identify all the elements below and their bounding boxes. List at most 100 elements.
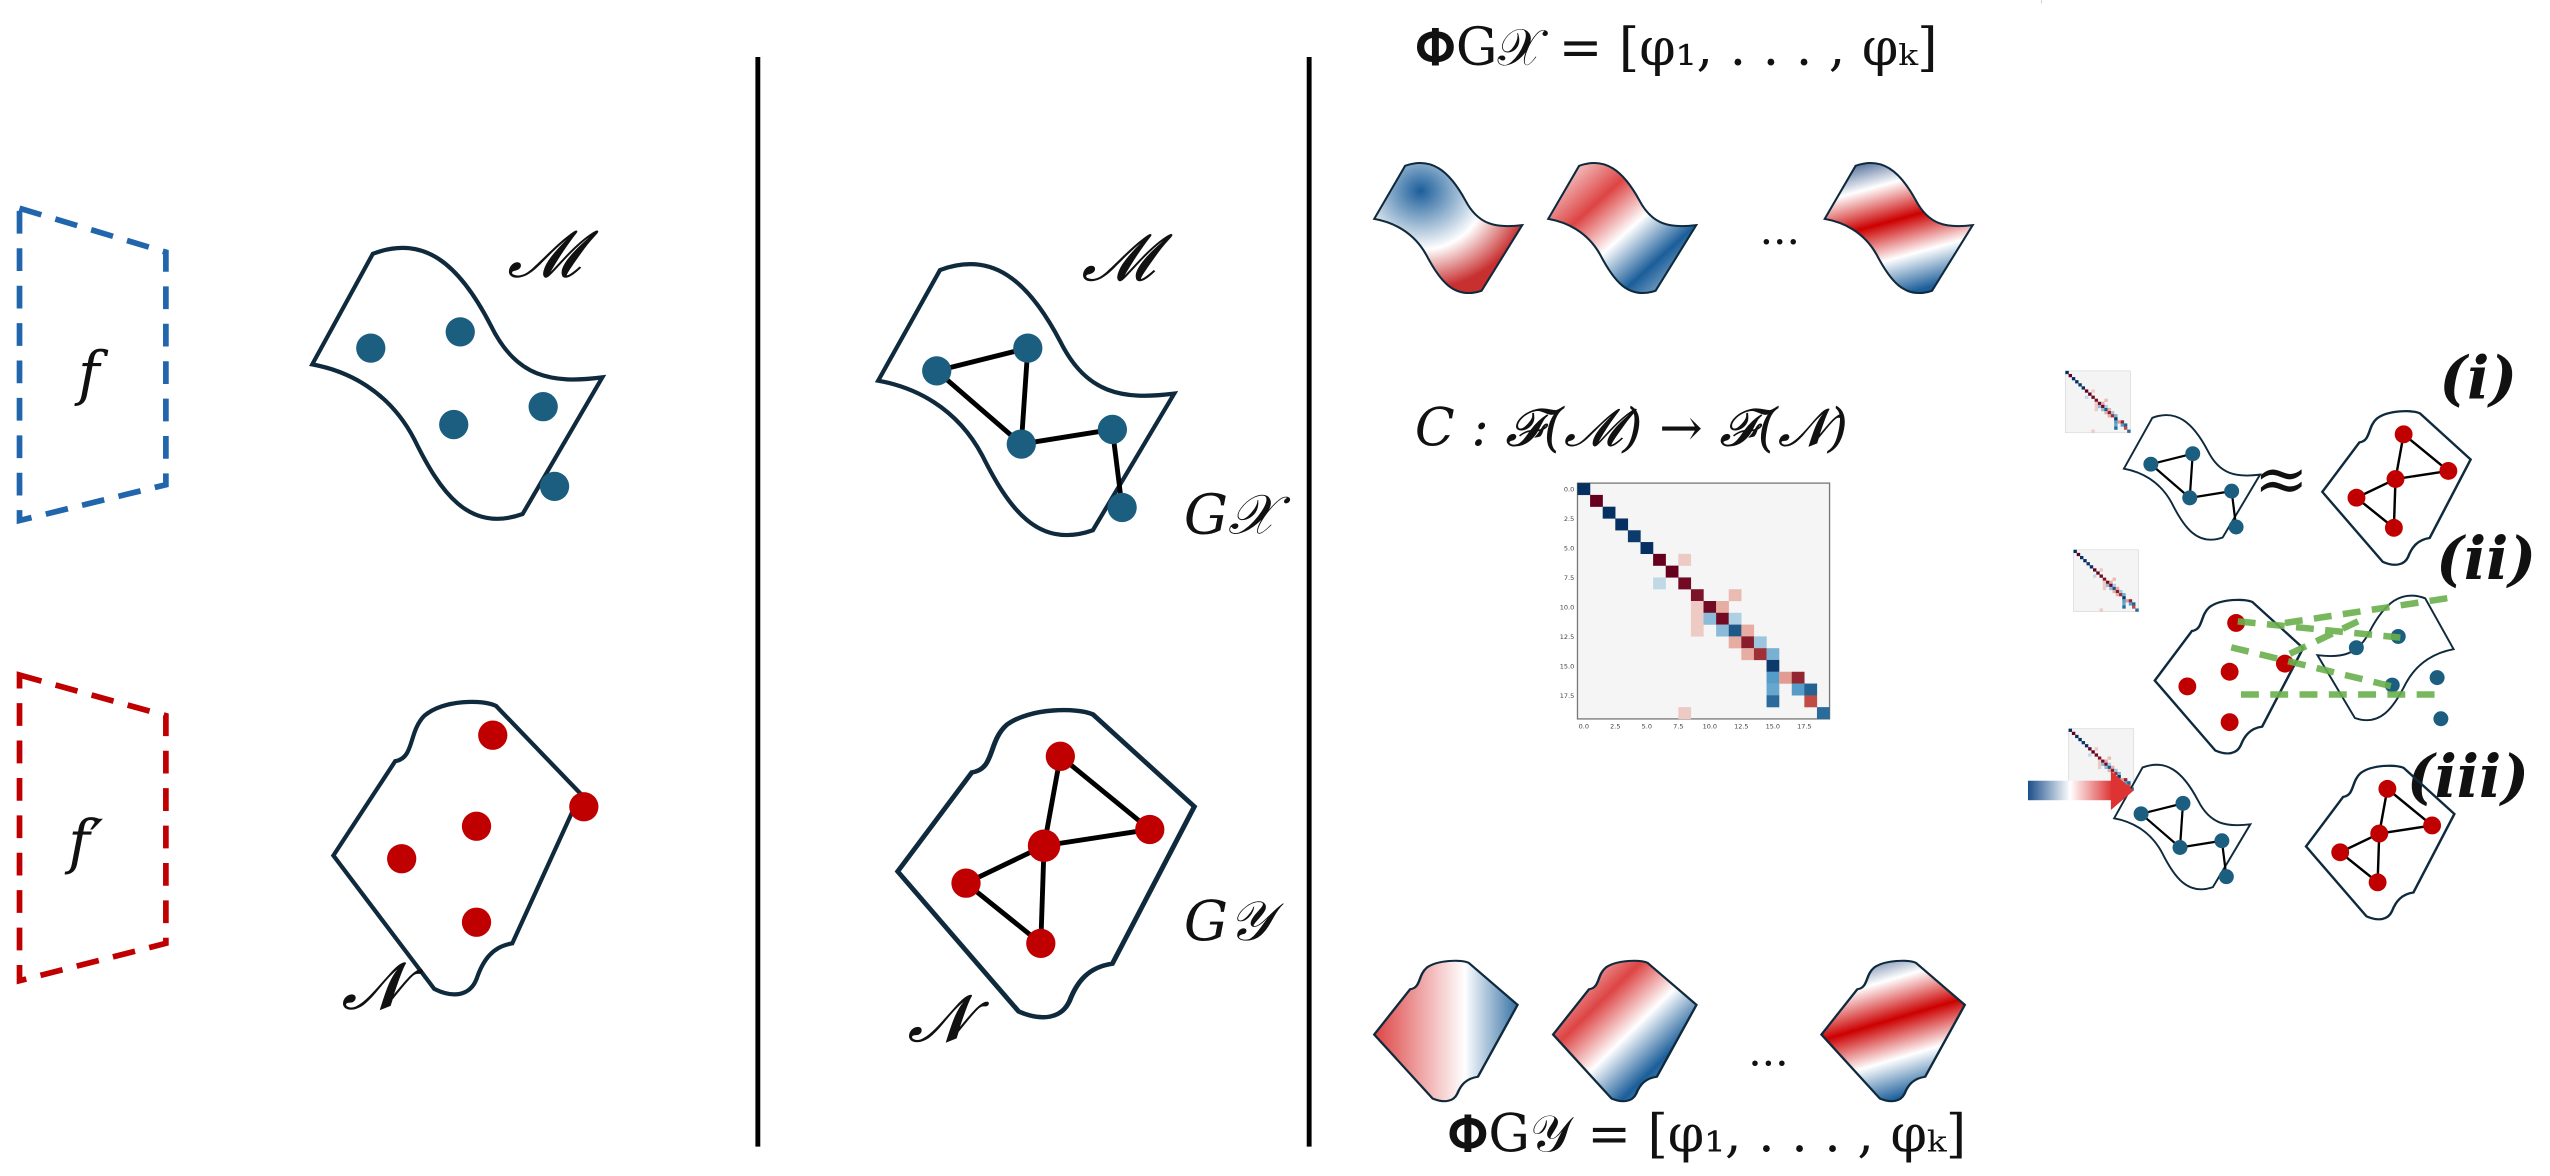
matrix-cell xyxy=(1690,589,1704,602)
matrix-cell xyxy=(1653,553,1666,566)
label-manifold-m-mid: 𝓜 xyxy=(1081,221,1173,296)
matrix-cell xyxy=(1741,636,1755,649)
matrix-x-tick: 0.0 xyxy=(1579,723,1589,731)
matrix-cell xyxy=(1741,648,1755,661)
matrix-cell xyxy=(1640,542,1654,555)
app-i-graph-y xyxy=(2321,409,2472,567)
thumbnail-cell xyxy=(2132,605,2136,609)
thumbnail-cell xyxy=(2099,568,2103,572)
matrix-y-tick: 7.5 xyxy=(1564,574,1574,582)
matrix-cell xyxy=(1766,659,1780,672)
thumbnail-cell xyxy=(2112,589,2116,594)
thumbnail-cell xyxy=(2097,756,2102,760)
thumbnail-cell xyxy=(2114,423,2118,427)
thumbnail-cell xyxy=(2094,401,2099,406)
app-i-graph-x xyxy=(2122,414,2262,541)
thumbnail-cell xyxy=(2097,765,2102,770)
matrix-cell xyxy=(1766,671,1780,684)
thumbnail-cell xyxy=(2115,593,2120,597)
matrix-cell xyxy=(1816,707,1830,720)
app-iii-graph-x xyxy=(2113,763,2252,891)
matrix-x-tick: 12.5 xyxy=(1734,723,1748,731)
thumbnail-cell xyxy=(2130,787,2134,791)
thumbnail-cell xyxy=(2127,429,2131,433)
matrix-cell xyxy=(1728,612,1742,625)
eigenfunction-y-2 xyxy=(1551,959,1698,1103)
matrix-cell xyxy=(1728,589,1742,602)
thumbnail-cell xyxy=(2084,389,2089,393)
thumbnail-cell xyxy=(2097,404,2102,409)
matrix-cell xyxy=(1716,612,1729,625)
thumbnail-cell xyxy=(2088,392,2092,396)
thumbnail-cell xyxy=(2107,762,2112,766)
thumbnail-cell xyxy=(2068,728,2073,732)
thumbnail-cell xyxy=(2127,781,2131,785)
thumbnail-cell xyxy=(2097,401,2102,406)
matrix-cell xyxy=(1615,518,1629,531)
thumbnail-cell xyxy=(2080,555,2084,560)
thumbnail-cell xyxy=(2122,605,2126,609)
thumbnail-cell xyxy=(2071,731,2076,736)
eigenfunction-x-2 xyxy=(1547,161,1698,295)
thumbnail-cell xyxy=(2123,423,2128,427)
thumbnail-cell xyxy=(2075,380,2079,384)
application-label-i: (i) xyxy=(2439,344,2517,413)
thumbnail-cell xyxy=(2102,583,2107,588)
thumbnail-cell xyxy=(2114,414,2118,418)
thumbnail-cell xyxy=(2097,759,2102,763)
thumbnail-cell xyxy=(2104,398,2108,402)
thumbnail-cell xyxy=(2114,420,2118,424)
thumbnail-cell xyxy=(2101,407,2105,412)
thumbnail-cell xyxy=(2091,389,2095,393)
thumbnail-cell xyxy=(2106,580,2110,584)
thumbnail-cell xyxy=(2091,750,2095,754)
thumbnail-cell xyxy=(2084,395,2089,399)
matrix-x-tick: 15.0 xyxy=(1766,723,1780,731)
thumbnail-cell xyxy=(2123,426,2128,430)
matrix-cell xyxy=(1779,671,1792,684)
thumbnail-cell xyxy=(2107,411,2112,415)
thumbnail-cell xyxy=(2125,599,2129,603)
thumbnail-cell xyxy=(2078,737,2082,742)
thumbnail-cell xyxy=(2110,414,2115,418)
graph-x xyxy=(878,264,1174,535)
thumbnail-cell xyxy=(2094,753,2099,757)
thumbnail-cell xyxy=(2094,398,2099,402)
thumbnail-cell xyxy=(2093,568,2097,572)
thumbnail-cell xyxy=(2083,559,2087,563)
matrix-cell xyxy=(1678,553,1692,566)
thumbnail-cell xyxy=(2086,562,2090,566)
thumbnail-cell xyxy=(2101,401,2105,406)
thumbnail-cell xyxy=(2102,580,2107,584)
thumbnail-matrix-2 xyxy=(2073,549,2139,612)
matrix-cell xyxy=(1766,695,1780,708)
thumbnail-cell xyxy=(2110,765,2115,770)
domain-f-box xyxy=(16,204,169,525)
matrix-y-tick: 17.5 xyxy=(1560,692,1574,700)
thumbnail-cell xyxy=(2068,373,2073,378)
matrix-cell xyxy=(1728,636,1742,649)
app-iii-graph-y xyxy=(2304,764,2456,921)
thumbnail-cell xyxy=(2114,771,2118,776)
thumbnail-cell xyxy=(2091,429,2095,433)
thumbnail-cell xyxy=(2104,404,2108,409)
matrix-cell xyxy=(1753,636,1767,649)
thumbnail-cell xyxy=(2088,747,2092,751)
thumbnail-cell xyxy=(2112,583,2116,588)
matrix-cell xyxy=(1741,624,1755,637)
basis-x-label: 𝚽G𝒳 = [φ₁, . . . , φₖ] xyxy=(1415,18,1938,78)
matrix-cell xyxy=(1665,565,1679,578)
matrix-cell xyxy=(1791,671,1805,684)
application-label-iii: (iii) xyxy=(2407,742,2529,811)
ellipsis-bottom: ... xyxy=(1748,1026,1788,1075)
thumbnail-cell xyxy=(2119,589,2123,594)
thumbnail-cell xyxy=(2106,583,2110,588)
approx-symbol: ≈ xyxy=(2254,442,2309,517)
label-f: f xyxy=(74,340,109,408)
thumbnail-cell xyxy=(2099,574,2103,578)
matrix-x-tick: 2.5 xyxy=(1610,723,1620,731)
matrix-y-tick: 10.0 xyxy=(1560,603,1574,611)
thumbnail-cell xyxy=(2107,414,2112,418)
eigenfunction-x-k xyxy=(1823,161,1974,295)
thumbnail-cell xyxy=(2109,580,2113,584)
